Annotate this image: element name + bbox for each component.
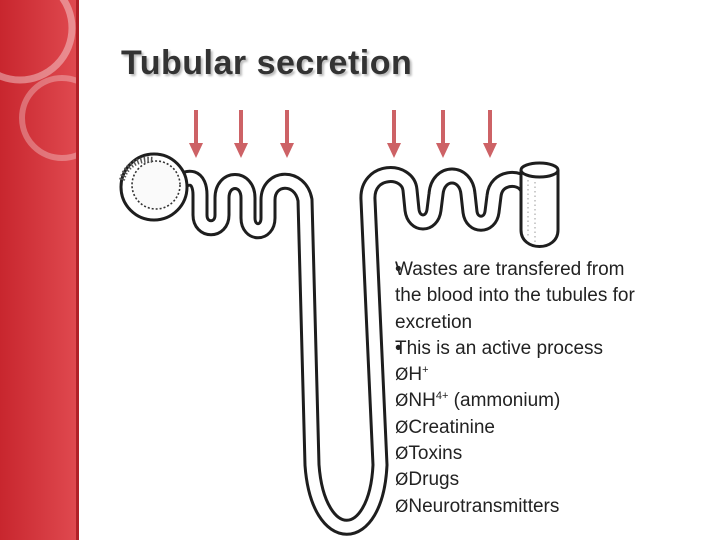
bullet-text: This is an active process — [395, 337, 604, 359]
sub-item-creatinine: ØCreatinine — [395, 416, 495, 438]
nephron-tubule — [161, 166, 535, 536]
sidebar-decoration — [0, 0, 79, 540]
bullet-item: • This is an active process — [395, 336, 655, 362]
sub-item-hydrogen: ØH+ — [395, 364, 429, 386]
sub-item-toxins: ØToxins — [395, 443, 463, 465]
secretion-arrows — [189, 110, 497, 158]
bowmans-capsule — [119, 152, 189, 222]
bullet-marker: • — [395, 259, 402, 280]
tubule-lumen — [164, 169, 532, 533]
secretion-arrow — [436, 110, 450, 158]
secretion-arrow — [483, 110, 497, 158]
glomerulus — [131, 160, 181, 210]
secretion-arrow — [234, 110, 248, 158]
arrow-bullet-icon: Ø — [395, 365, 409, 386]
arrow-bullet-icon: Ø — [395, 417, 409, 438]
slide-title: Tubular secretion — [121, 44, 413, 82]
arrow-bullet-icon: Ø — [395, 444, 409, 465]
sub-item-ammonium: ØNH4+ (ammonium) — [395, 390, 561, 412]
bullet-text: Wastes are transfered from the blood int… — [395, 259, 635, 333]
secretion-arrow — [387, 110, 401, 158]
sub-item-neurotransmitters: ØNeurotransmitters — [395, 495, 560, 517]
bullet-item: • Wastes are transfered from the blood i… — [395, 257, 655, 336]
content-list: • Wastes are transfered from the blood i… — [395, 257, 655, 520]
arrow-bullet-icon: Ø — [395, 470, 409, 491]
bullet-marker: • — [395, 337, 402, 359]
secretion-arrow — [189, 110, 203, 158]
sub-item-drugs: ØDrugs — [395, 469, 460, 491]
collecting-duct — [519, 161, 560, 248]
arrow-bullet-icon: Ø — [395, 496, 409, 517]
arrow-bullet-icon: Ø — [395, 391, 409, 412]
decorative-ring-small — [19, 75, 79, 161]
decorative-ring-large — [0, 0, 76, 84]
secretion-arrow — [280, 110, 294, 158]
